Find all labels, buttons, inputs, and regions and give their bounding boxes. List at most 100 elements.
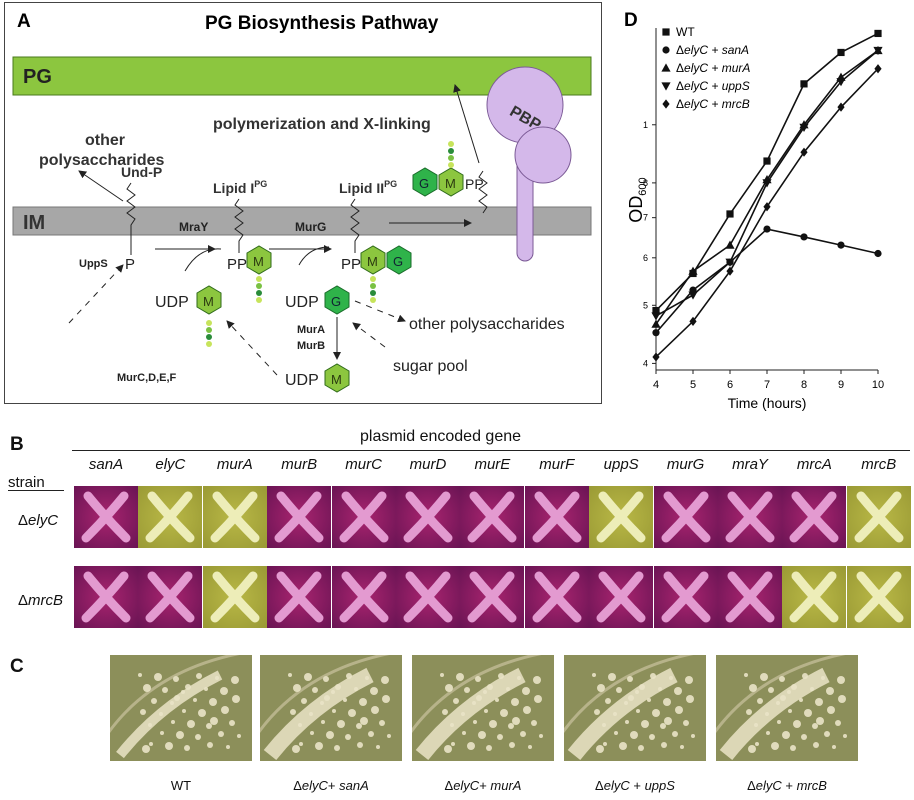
data-point	[874, 29, 882, 38]
murcdef-label: MurC,D,E,F	[117, 372, 177, 384]
data-point	[652, 306, 660, 315]
header-rule	[72, 450, 910, 451]
und-p-p-label: P	[125, 256, 135, 273]
data-point	[763, 157, 771, 165]
x-tick-label: 9	[838, 379, 844, 391]
other-polysaccharides-top-2: polysaccharides	[39, 152, 165, 169]
legend-marker	[661, 63, 671, 72]
plate-caption: ΔelyC + uppS	[595, 778, 675, 793]
panel-a: A PG Biosynthesis Pathway PG IM PBP othe…	[4, 2, 602, 404]
pg-label: PG	[23, 66, 52, 88]
svg-text:M: M	[331, 372, 342, 387]
gene-header-elyC: elyC	[155, 456, 186, 473]
x-tick-label: 6	[727, 379, 733, 391]
legend-marker	[662, 28, 670, 36]
strain-label: strain	[8, 474, 45, 491]
data-point	[800, 233, 808, 241]
y-tick-label: 1	[643, 120, 648, 130]
udp-g-label: UDP	[285, 294, 319, 311]
data-point	[874, 64, 882, 74]
legend-entry: ΔelyC + sanA	[676, 43, 749, 57]
data-point	[725, 240, 735, 249]
streak-tile	[267, 486, 332, 548]
plate-caption: ΔelyC + mrcB	[747, 778, 827, 793]
streak-tile	[782, 566, 847, 628]
data-point	[688, 266, 698, 275]
gene-header-sanA: sanA	[88, 456, 124, 473]
strain-rule	[8, 490, 64, 491]
legend-entry: WT	[676, 25, 695, 39]
colony-plate	[110, 655, 252, 761]
streak-tile	[653, 486, 718, 548]
colony-plate	[564, 655, 706, 761]
im-label: IM	[23, 212, 45, 234]
data-point	[726, 210, 734, 218]
data-point	[763, 225, 771, 233]
polymerization-label: polymerization and X-linking	[213, 116, 431, 133]
data-point	[726, 266, 734, 276]
data-point	[651, 312, 661, 321]
streak-tile	[846, 486, 911, 548]
colony-plate	[260, 655, 402, 761]
svg-text:M: M	[445, 176, 456, 191]
streak-tile	[718, 486, 782, 548]
series-line	[655, 68, 879, 358]
gene-header-murD: murD	[409, 456, 447, 473]
gene-header-murG: murG	[666, 456, 705, 473]
lipid-i-pp-label: PP	[227, 256, 247, 273]
y-tick-label: 5	[643, 300, 648, 310]
data-point	[837, 48, 845, 57]
streak-tile	[74, 566, 138, 628]
streak-tile	[782, 486, 847, 548]
x-tick-label: 10	[872, 379, 884, 391]
series-line	[655, 228, 879, 334]
lipid-i-tail	[234, 198, 244, 253]
panel-b-letter: B	[10, 434, 24, 455]
other-polysaccharides-top-1: other	[85, 132, 125, 149]
x-tick-label: 7	[764, 379, 770, 391]
gene-header-murA: murA	[216, 456, 253, 473]
data-point	[874, 249, 882, 258]
murb-label: MurB	[297, 340, 325, 352]
streak-tile	[267, 566, 332, 628]
plate-caption: ΔelyC+ sanA	[293, 778, 369, 793]
pbp-protein: PBP	[486, 66, 572, 262]
mura-label: MurA	[297, 324, 325, 336]
streak-tile	[460, 486, 525, 548]
mray-label: MraY	[179, 220, 208, 234]
x-tick-label: 5	[690, 379, 696, 391]
panel-c-letter: C	[10, 656, 24, 677]
streak-tile	[202, 486, 267, 548]
data-point	[799, 123, 809, 132]
data-point	[762, 179, 772, 188]
legend-entry: ΔelyC + uppS	[676, 79, 750, 93]
lipid-ii-label: Lipid IIPG	[339, 179, 397, 196]
plate-caption: WT	[170, 778, 192, 793]
streak-tile	[524, 486, 589, 548]
svg-text:G: G	[419, 176, 429, 191]
streak-tile	[331, 566, 396, 628]
data-point	[763, 202, 771, 212]
data-point	[837, 102, 845, 112]
gene-header-murB: murB	[281, 456, 318, 473]
data-point	[837, 241, 845, 249]
legend-marker	[662, 99, 670, 109]
row-label-elyc: ΔelyC	[18, 512, 59, 529]
y-tick-label: 8	[643, 178, 648, 188]
streak-tile	[138, 486, 203, 548]
legend-entry: ΔelyC + mrcB	[676, 97, 750, 111]
data-point	[725, 258, 735, 267]
panel-d-letter: D	[624, 10, 638, 31]
x-tick-label: 4	[653, 379, 659, 391]
x-axis-label: Time (hours)	[728, 395, 807, 411]
x-tick-label: 8	[801, 379, 807, 391]
inner-membrane	[12, 206, 592, 236]
data-point	[800, 147, 808, 157]
svg-text:G: G	[331, 294, 341, 309]
svg-text:M: M	[367, 254, 378, 269]
legend-marker	[662, 46, 670, 54]
streak-tile	[331, 486, 396, 548]
gene-header-murF: murF	[539, 456, 575, 473]
